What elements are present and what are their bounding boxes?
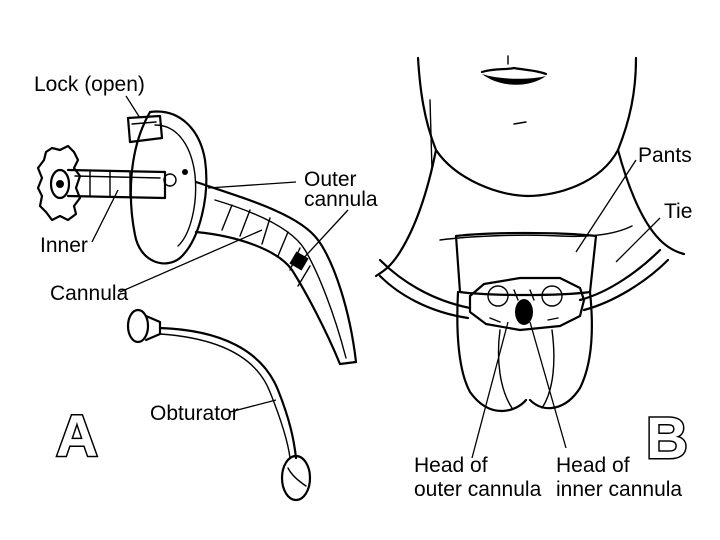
- tube-flange-head: [468, 276, 586, 332]
- leader-pants: [575, 159, 637, 253]
- leader-cannula: [119, 229, 263, 293]
- outer-cannula-tube: [194, 180, 358, 366]
- label-inner: Inner: [40, 234, 88, 257]
- label-pants: Pants: [638, 144, 692, 167]
- label-cannula: Cannula: [50, 282, 129, 305]
- panel-b: Pants Tie Head of outer cannula Head of …: [374, 55, 692, 501]
- face-outline: [416, 55, 638, 198]
- leader-tie: [615, 217, 661, 263]
- flange-plate: [129, 110, 208, 265]
- leader-outer-2: [299, 209, 349, 263]
- label-head-outer-line1: Head of: [414, 454, 488, 477]
- obturator: [126, 308, 312, 502]
- label-tie: Tie: [664, 200, 692, 223]
- tie-strap: [378, 248, 670, 320]
- panel-a: Lock (open) Inner Cannula Outer cannula …: [34, 73, 378, 502]
- label-outer-line2: cannula: [304, 188, 378, 211]
- leader-head-outer: [471, 321, 509, 459]
- panel-a-letter: A: [56, 404, 98, 469]
- label-lock-open: Lock (open): [34, 73, 145, 96]
- leader-outer: [207, 181, 297, 189]
- label-head-inner-line2: inner cannula: [556, 478, 682, 501]
- label-head-outer-line2: outer cannula: [414, 478, 542, 501]
- leader-lock: [125, 95, 141, 119]
- label-head-inner-line1: Head of: [556, 454, 630, 477]
- lock-tab: [126, 114, 164, 144]
- leader-obturator: [229, 399, 277, 413]
- label-outer-line1: Outer: [304, 168, 357, 191]
- panel-b-letter: B: [646, 406, 688, 471]
- leader-head-inner: [529, 321, 567, 449]
- label-obturator: Obturator: [150, 402, 239, 425]
- inner-cannula: [36, 144, 167, 222]
- leader-inner: [91, 189, 119, 243]
- neck-outline: [374, 148, 686, 278]
